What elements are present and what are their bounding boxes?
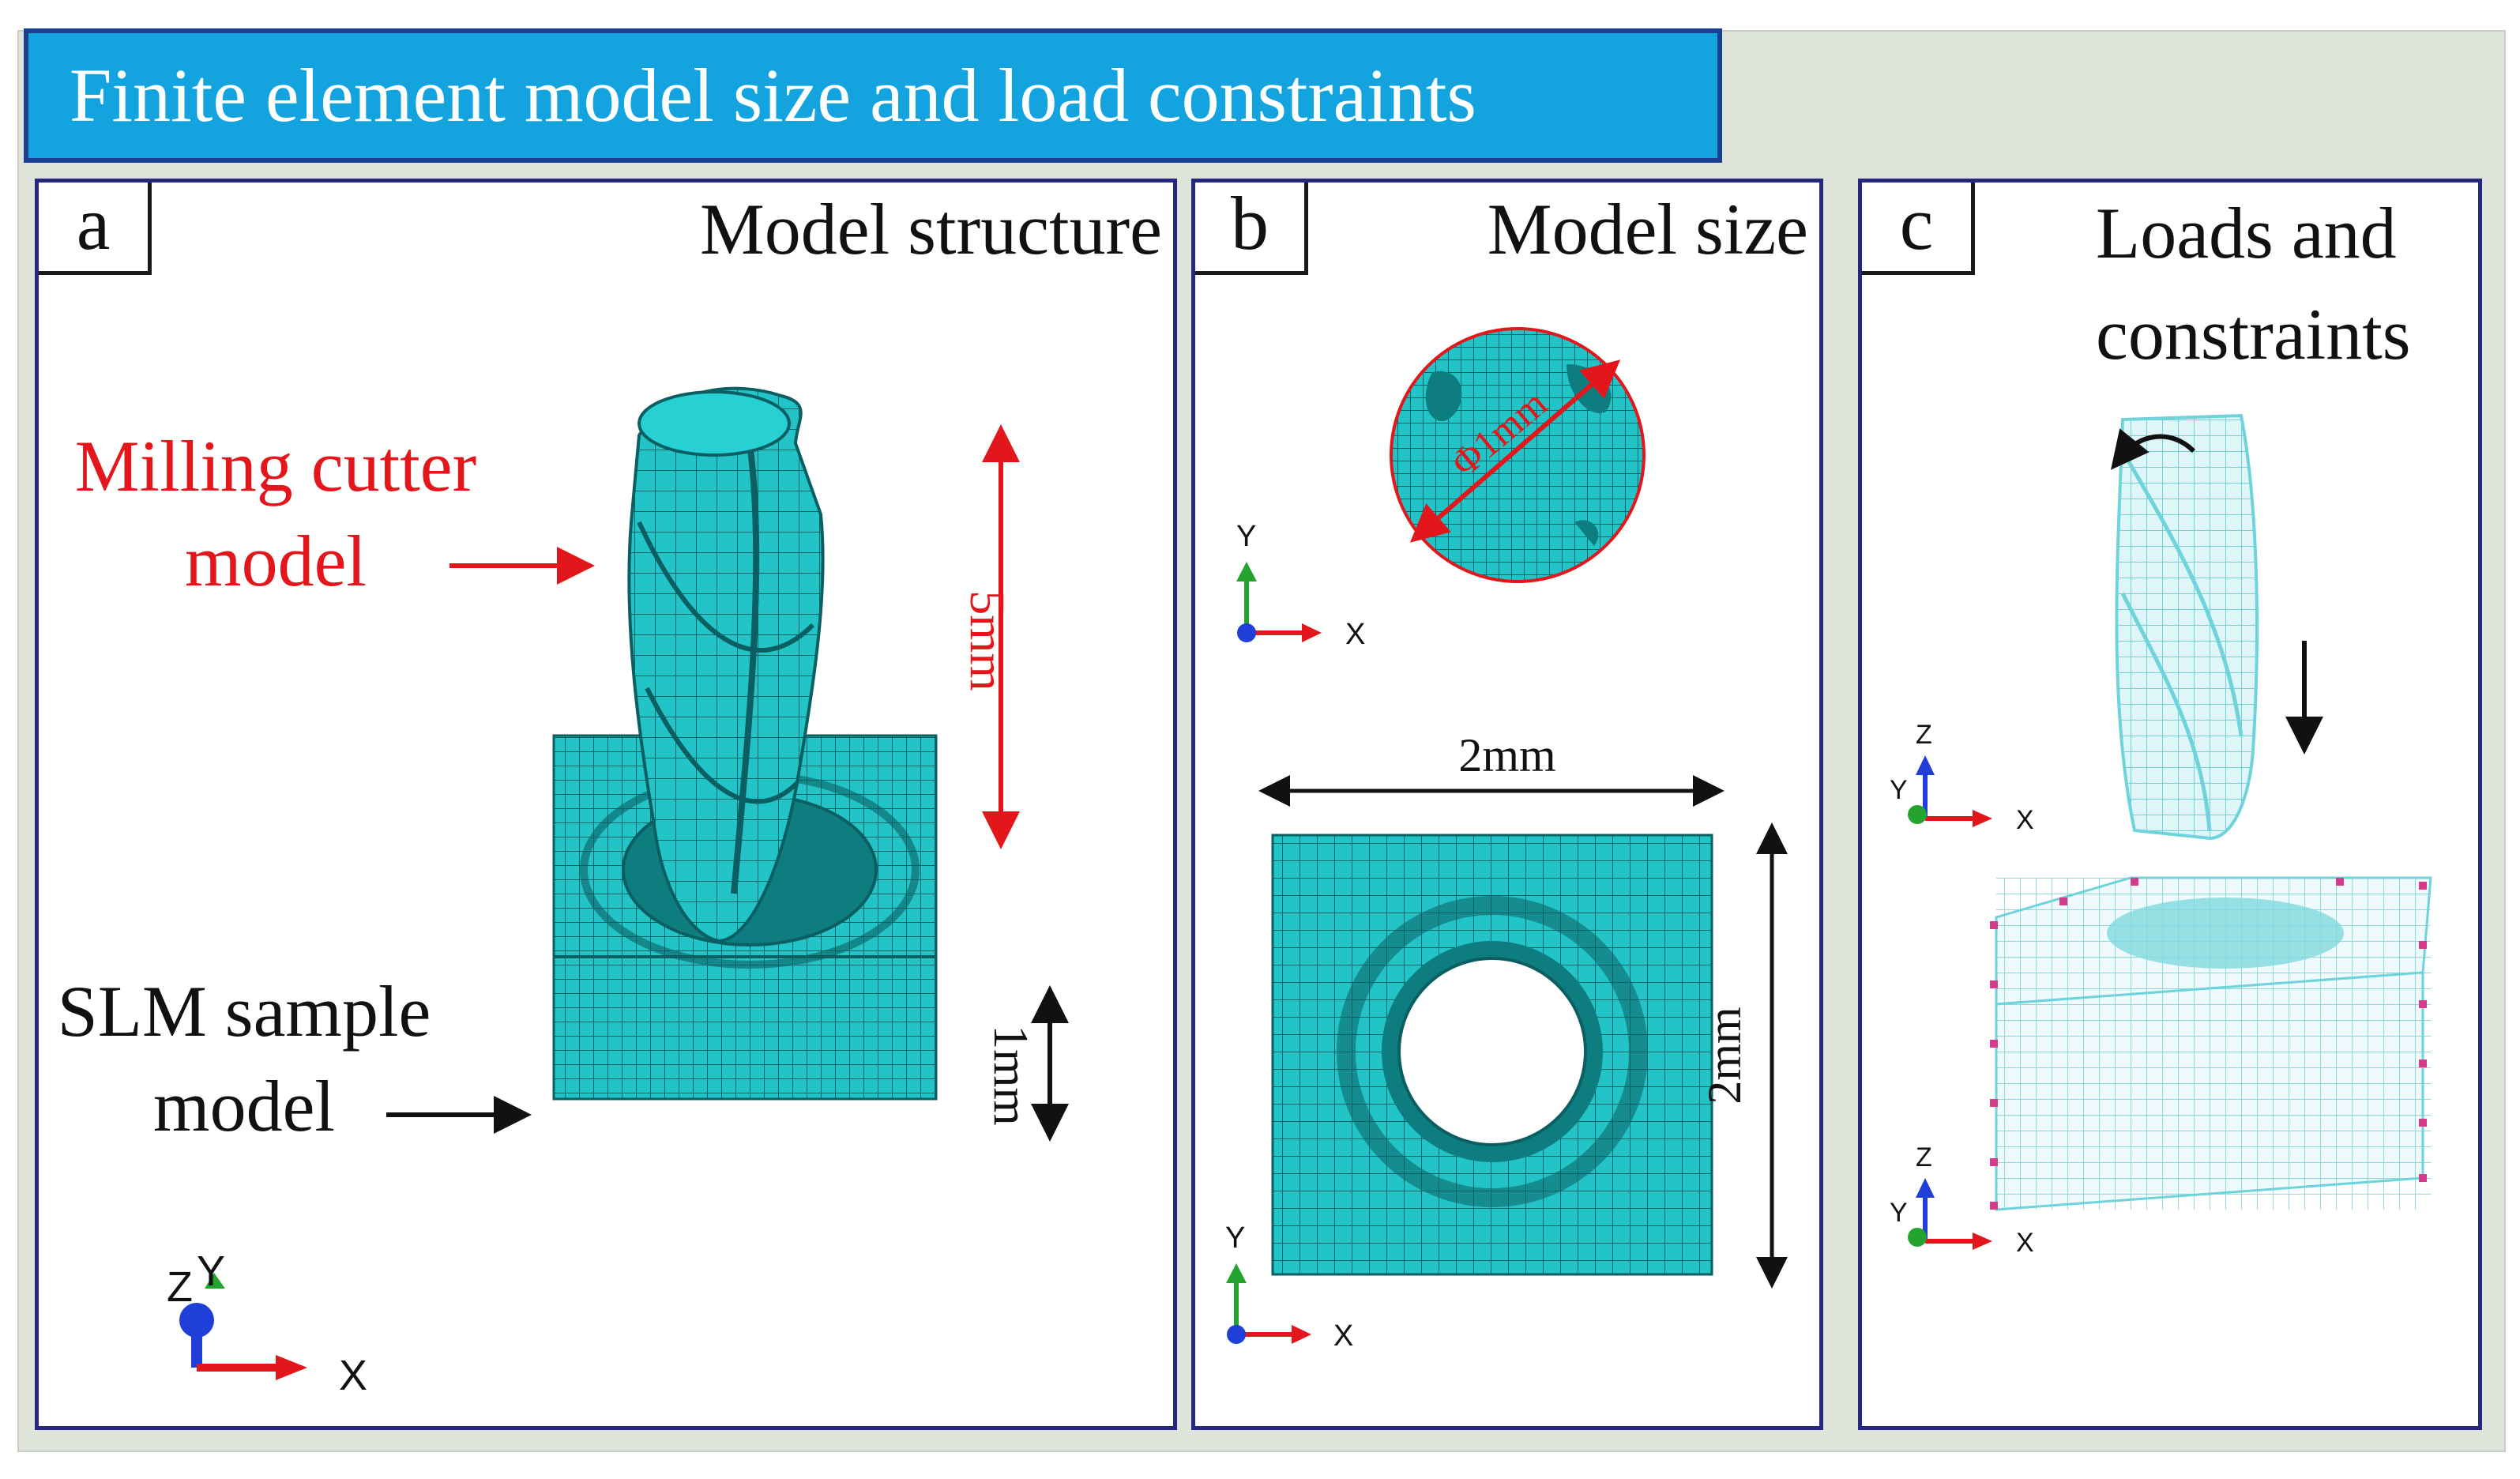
axis-triad-a: Z Y X [167, 1248, 367, 1399]
axis-z-label-c-top: Z [1916, 720, 1932, 750]
dimension-5mm-label: 5mm [960, 590, 1014, 691]
axis-triad-b-bottom: Y X [1225, 1221, 1353, 1353]
axis-x-label-b-bottom: X [1333, 1319, 1353, 1353]
model-size-drawing: Φ1mm Y X 2mm 2mm [1225, 327, 1788, 1353]
axis-y-label-c-bottom: Y [1890, 1198, 1908, 1228]
axis-x-label-c-bottom: X [2016, 1228, 2034, 1258]
axis-x-label-b-top: X [1345, 618, 1365, 651]
slm-sample-label-line1: SLM sample [58, 971, 431, 1052]
dimension-1mm-label: 1mm [984, 1025, 1037, 1125]
panel-title-c: Loads and constraints [2096, 193, 2411, 374]
axis-triad-c-bottom: Z Y X [1890, 1142, 2034, 1258]
panel-model-size: b Model size Φ1mm [1191, 179, 1823, 1430]
panel-letter-c: c [1862, 183, 1975, 275]
panel-title-a: Model structure [699, 189, 1162, 269]
axis-z-label-c-bottom: Z [1916, 1142, 1932, 1172]
milling-cutter-label-line1: Milling cutter [75, 426, 476, 506]
axis-x-label-a: X [339, 1352, 367, 1399]
axis-triad-c-top: Z Y X [1890, 720, 2034, 835]
cutter-cross-section: Φ1mm [1390, 327, 1646, 583]
panel-letter-b: b [1195, 183, 1308, 275]
wireframe-cutter [2110, 413, 2323, 841]
slm-sample-label-line2: model [153, 1066, 335, 1146]
figure-title: Finite element model size and load const… [24, 28, 1722, 163]
milling-cutter-label-line2: model [185, 521, 367, 601]
panel-loads-constraints: c Loads and constraints Z Y X [1858, 179, 2482, 1430]
axis-y-label-b-bottom: Y [1225, 1221, 1245, 1255]
panel-letter-a: a [39, 183, 152, 275]
panel-model-structure: a Model structure [35, 179, 1177, 1430]
sample-top-view [1271, 834, 1713, 1276]
axis-z-label-a: Z [167, 1263, 193, 1311]
width-dimension-label: 2mm [1458, 729, 1555, 781]
axis-y-label-b-top: Y [1236, 520, 1256, 553]
loads-constraints-drawing: Z Y X [1890, 413, 2432, 1258]
height-dimension-label: 2mm [1698, 1007, 1751, 1104]
axis-y-label-c-top: Y [1890, 775, 1908, 805]
milling-cutter [627, 386, 825, 943]
axis-triad-b-top: Y X [1236, 520, 1365, 651]
panel-title-b: Model size [1487, 189, 1808, 269]
wireframe-sample-block [1990, 876, 2432, 1211]
axis-y-label-a: Y [197, 1248, 225, 1295]
model-structure-drawing: 5mm 1mm Milling cutter model SLM sample … [58, 386, 1069, 1399]
axis-x-label-c-top: X [2016, 805, 2034, 835]
